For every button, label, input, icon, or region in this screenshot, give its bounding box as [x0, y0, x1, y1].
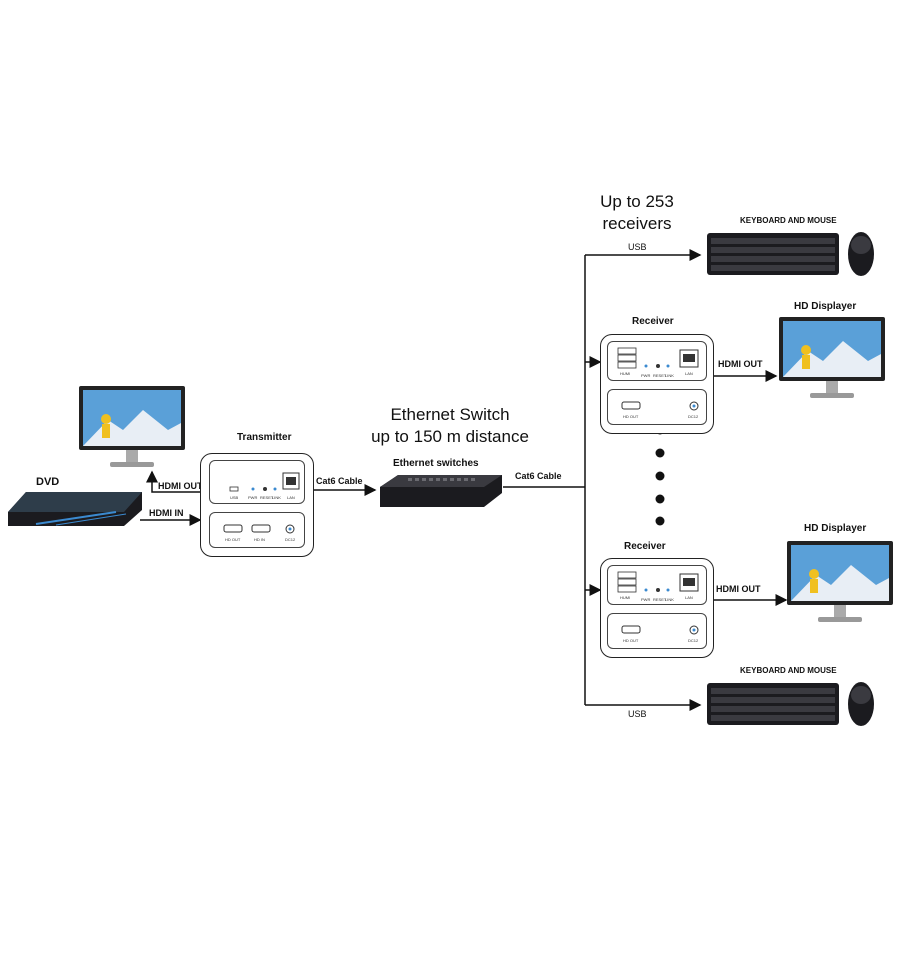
transmitter-rear-panel: HD OUT HD IN DC12: [209, 512, 305, 548]
transmitter-device: USB PWR RESET LINK LAN HD OUT HD IN DC12: [200, 453, 314, 557]
transmitter-port-reset: RESET: [260, 495, 274, 500]
switch-heading-line2: up to 150 m distance: [371, 427, 529, 446]
transmitter-port-lan: LAN: [287, 495, 295, 500]
ethernet-switch-label: Ethernet switches: [393, 458, 479, 469]
transmitter-port-hd-in: HD IN: [254, 537, 265, 542]
hd-displayer-top-label: HD Displayer: [794, 301, 857, 312]
receiver-2-hdmi-out-label: HDMI OUT: [716, 584, 761, 594]
transmitter-title: Transmitter: [237, 432, 292, 443]
hd-displayer-bottom-label: HD Displayer: [804, 523, 867, 534]
receiver-2-port-icons: [617, 571, 699, 593]
cat6-cable-left-label: Cat6 Cable: [316, 476, 363, 486]
transmitter-front-panel: USB PWR RESET LINK LAN: [209, 460, 305, 504]
receiver-1-port-reset: RESET: [653, 373, 667, 378]
receiver-2-rear-port-icons: [621, 625, 699, 635]
usb-bottom-label: USB: [628, 709, 647, 719]
keyboard-mouse-top-label: KEYBOARD AND MOUSE: [740, 216, 837, 225]
receivers-heading: Up to 253 receivers: [582, 191, 692, 235]
receiver-2-port-pwr: PWR: [641, 597, 651, 602]
receiver-1-port-pwr: PWR: [641, 373, 651, 378]
receiver-1-title: Receiver: [632, 316, 674, 327]
keyboard-mouse-bottom-icon: [707, 682, 874, 726]
hd-displayer-top-icon: [779, 317, 885, 398]
receiver-2-port-lan: LAN: [685, 595, 693, 600]
usb-top-label: USB: [628, 242, 647, 252]
receivers-heading-line2: receivers: [602, 214, 672, 233]
transmitter-port-hd-out: HD OUT: [225, 537, 241, 542]
receiver-1-rear-panel: HD OUT DC12: [607, 389, 707, 425]
receiver-1-port-hd-out: HD OUT: [623, 414, 639, 419]
switch-heading: Ethernet Switch up to 150 m distance: [345, 404, 555, 448]
hdmi-out-label: HDMI OUT: [158, 481, 203, 491]
transmitter-port-link: LINK: [272, 495, 281, 500]
receiver-2-front-panel: HUMI PWR RESET LINK LAN: [607, 565, 707, 605]
transmitter-port-usb: USB: [230, 495, 239, 500]
receiver-1-device: HUMI PWR RESET LINK LAN HD OUT DC12: [600, 334, 714, 434]
ethernet-switch-icon: [380, 475, 502, 507]
receiver-2-device: HUMI PWR RESET LINK LAN HD OUT DC12: [600, 558, 714, 658]
cat6-cable-right-label: Cat6 Cable: [515, 471, 562, 481]
receiver-2-port-reset: RESET: [653, 597, 667, 602]
receiver-2-title: Receiver: [624, 541, 666, 552]
receiver-1-front-panel: HUMI PWR RESET LINK LAN: [607, 341, 707, 381]
dvd-player-icon: [8, 492, 142, 526]
receiver-1-rear-port-icons: [621, 401, 699, 411]
receiver-2-port-humi: HUMI: [620, 595, 631, 600]
source-monitor-icon: [79, 386, 185, 467]
receiver-2-port-hd-out: HD OUT: [623, 638, 639, 643]
receiver-1-port-humi: HUMI: [620, 371, 631, 376]
transmitter-rear-port-icons: [223, 524, 295, 534]
receiver-1-port-link: LINK: [665, 373, 674, 378]
switch-heading-line1: Ethernet Switch: [390, 405, 510, 424]
receivers-heading-line1: Up to 253: [600, 192, 674, 211]
transmitter-port-icons: [229, 472, 300, 492]
hd-displayer-bottom-icon: [787, 541, 893, 622]
hdmi-in-label: HDMI IN: [149, 508, 184, 518]
receiver-2-rear-panel: HD OUT DC12: [607, 613, 707, 649]
receiver-1-hdmi-out-label: HDMI OUT: [718, 359, 763, 369]
keyboard-mouse-bottom-label: KEYBOARD AND MOUSE: [740, 666, 837, 675]
receiver-2-port-dc12: DC12: [688, 638, 699, 643]
transmitter-port-pwr: PWR: [248, 495, 258, 500]
receiver-1-port-icons: [617, 347, 699, 369]
receiver-1-port-dc12: DC12: [688, 414, 699, 419]
receiver-2-port-link: LINK: [665, 597, 674, 602]
dvd-label: DVD: [36, 476, 60, 488]
transmitter-port-dc12: DC12: [285, 537, 296, 542]
keyboard-mouse-top-icon: [707, 232, 874, 276]
receiver-1-port-lan: LAN: [685, 371, 693, 376]
